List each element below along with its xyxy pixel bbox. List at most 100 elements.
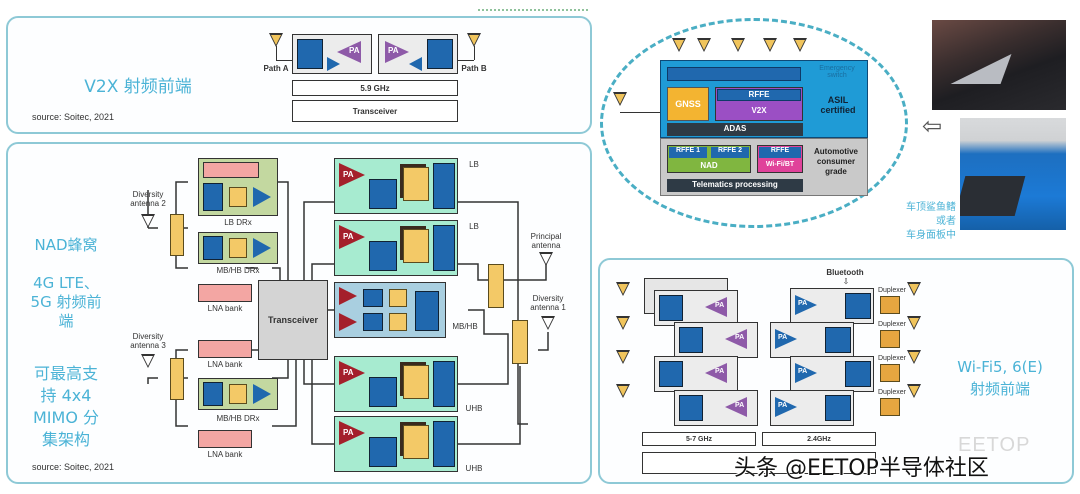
filter-icon (403, 425, 429, 459)
lna-bank-strip (203, 162, 259, 178)
pa-icon (339, 225, 365, 249)
switch-icon (679, 395, 703, 421)
filter-icon (229, 384, 247, 404)
label-line: antenna 1 (530, 303, 566, 312)
emergency-switch-label: Emergency switch (819, 65, 855, 79)
pa-icon (705, 363, 727, 383)
photo-caption-line: 车身面板中 (906, 230, 956, 241)
wifi-5g-module: PA (654, 290, 738, 326)
wifi-5g-module: PA (654, 356, 738, 392)
wire (276, 46, 277, 60)
left-arrow-icon: ⇦ (922, 113, 943, 140)
pa-icon (725, 329, 747, 349)
switch-icon (203, 236, 223, 260)
band-57-bar (642, 432, 756, 446)
telematics-block (667, 179, 803, 192)
label-line: antenna 3 (130, 341, 166, 350)
bluetooth-arrow-icon: ⇩ (842, 277, 850, 286)
antenna-icon (907, 384, 921, 398)
wifi-24g-module: PA (770, 322, 854, 358)
antenna-icon (763, 38, 777, 52)
antenna-icon (141, 214, 155, 228)
switch-icon (433, 163, 455, 209)
antenna-icon (616, 282, 630, 296)
filter-icon (389, 313, 407, 331)
lna-icon (327, 57, 340, 71)
freq-bar (292, 80, 458, 96)
antenna-icon (907, 350, 921, 364)
switch-icon (415, 291, 439, 331)
rffe-sub (717, 89, 801, 101)
switch-icon (825, 395, 851, 421)
switch-icon (363, 313, 383, 331)
pa-icon (337, 41, 361, 63)
antenna-icon (616, 384, 630, 398)
wifi-5g-module: PA (674, 322, 758, 358)
nad-title-line: 5G 射频前 (30, 293, 102, 311)
band-module-mbhb (334, 282, 446, 338)
v2x-module-b: PA (378, 34, 458, 74)
consumer-block: RFFE 1 RFFE 2 NAD RFFE Wi-Fi/BT Automoti… (660, 138, 868, 196)
antenna-icon (269, 33, 283, 47)
pa-label: PA (349, 46, 360, 55)
switch-icon (845, 361, 871, 387)
duplexer-label: Duplexer (877, 287, 906, 294)
pa-icon (775, 329, 797, 349)
pa-label: PA (343, 368, 354, 377)
pa-icon (795, 295, 817, 315)
filter-icon (389, 289, 407, 307)
antenna-icon (793, 38, 807, 52)
nad-title-line: 4G LTE、 (33, 274, 99, 292)
nad-title-line: MIMO 分 (32, 408, 99, 427)
lna-icon (409, 57, 422, 71)
switch-icon (433, 361, 455, 407)
mbhb-drx-module (198, 232, 278, 264)
switch-icon (369, 179, 397, 209)
pa-label: PA (343, 232, 354, 241)
shark-fin-shape (950, 54, 1012, 84)
path-b-label: Path B (461, 64, 487, 73)
wifi-bt-label: Wi-Fi/BT (765, 161, 795, 168)
transceiver-block (258, 280, 328, 360)
band-module-uhb: PA (334, 416, 458, 472)
mbhb-drx-module (198, 378, 278, 410)
band-module-lb: PA (334, 220, 458, 276)
lna-bank (198, 340, 252, 358)
label-line: Diversity (132, 190, 164, 199)
photo-caption-line: 车顶鲨鱼鳍 (906, 202, 956, 213)
band-24-bar (762, 432, 876, 446)
filter-bank-icon (170, 358, 184, 400)
wifi-24g-module: PA (790, 288, 874, 324)
nad-title-line: NAD蜂窝 (34, 236, 98, 254)
mbhb-drx-label: MB/HB DRx (216, 414, 260, 423)
transceiver-bar (292, 100, 458, 122)
duplexer-label: Duplexer (877, 321, 906, 328)
nad-wiring (147, 181, 549, 445)
switch-icon (369, 241, 397, 271)
transceiver-label: Transceiver (352, 107, 398, 116)
wifi-panel: Bluetooth ⇩ PA PA PA PA PA PA PA (598, 258, 1074, 484)
automotive-label: Automotive consumer grade (814, 147, 858, 176)
v2x-panel: V2X 射频前端 source: Soitec, 2021 Path A PA … (6, 16, 592, 134)
antenna-icon (616, 350, 630, 364)
mbhb-drx-label: MB/HB DRx (216, 266, 260, 275)
wire (276, 60, 292, 61)
antenna-icon (467, 33, 481, 47)
bluetooth-label: Bluetooth (826, 268, 864, 277)
wifi-title: Wi-Fi5, 6(E) (957, 358, 1043, 376)
rffe-label: RFFE (748, 90, 770, 99)
wire (620, 112, 660, 113)
antenna-icon (672, 38, 686, 52)
switch-icon (203, 382, 223, 406)
lb-drx-label: LB DRx (224, 218, 252, 227)
v2x-label: V2X (751, 106, 767, 115)
pa-label: PA (735, 334, 745, 341)
adas-label: ADAS (723, 124, 747, 133)
antenna-icon (731, 38, 745, 52)
switch-icon (659, 361, 683, 387)
wire (474, 46, 475, 60)
filter-icon (403, 365, 429, 399)
